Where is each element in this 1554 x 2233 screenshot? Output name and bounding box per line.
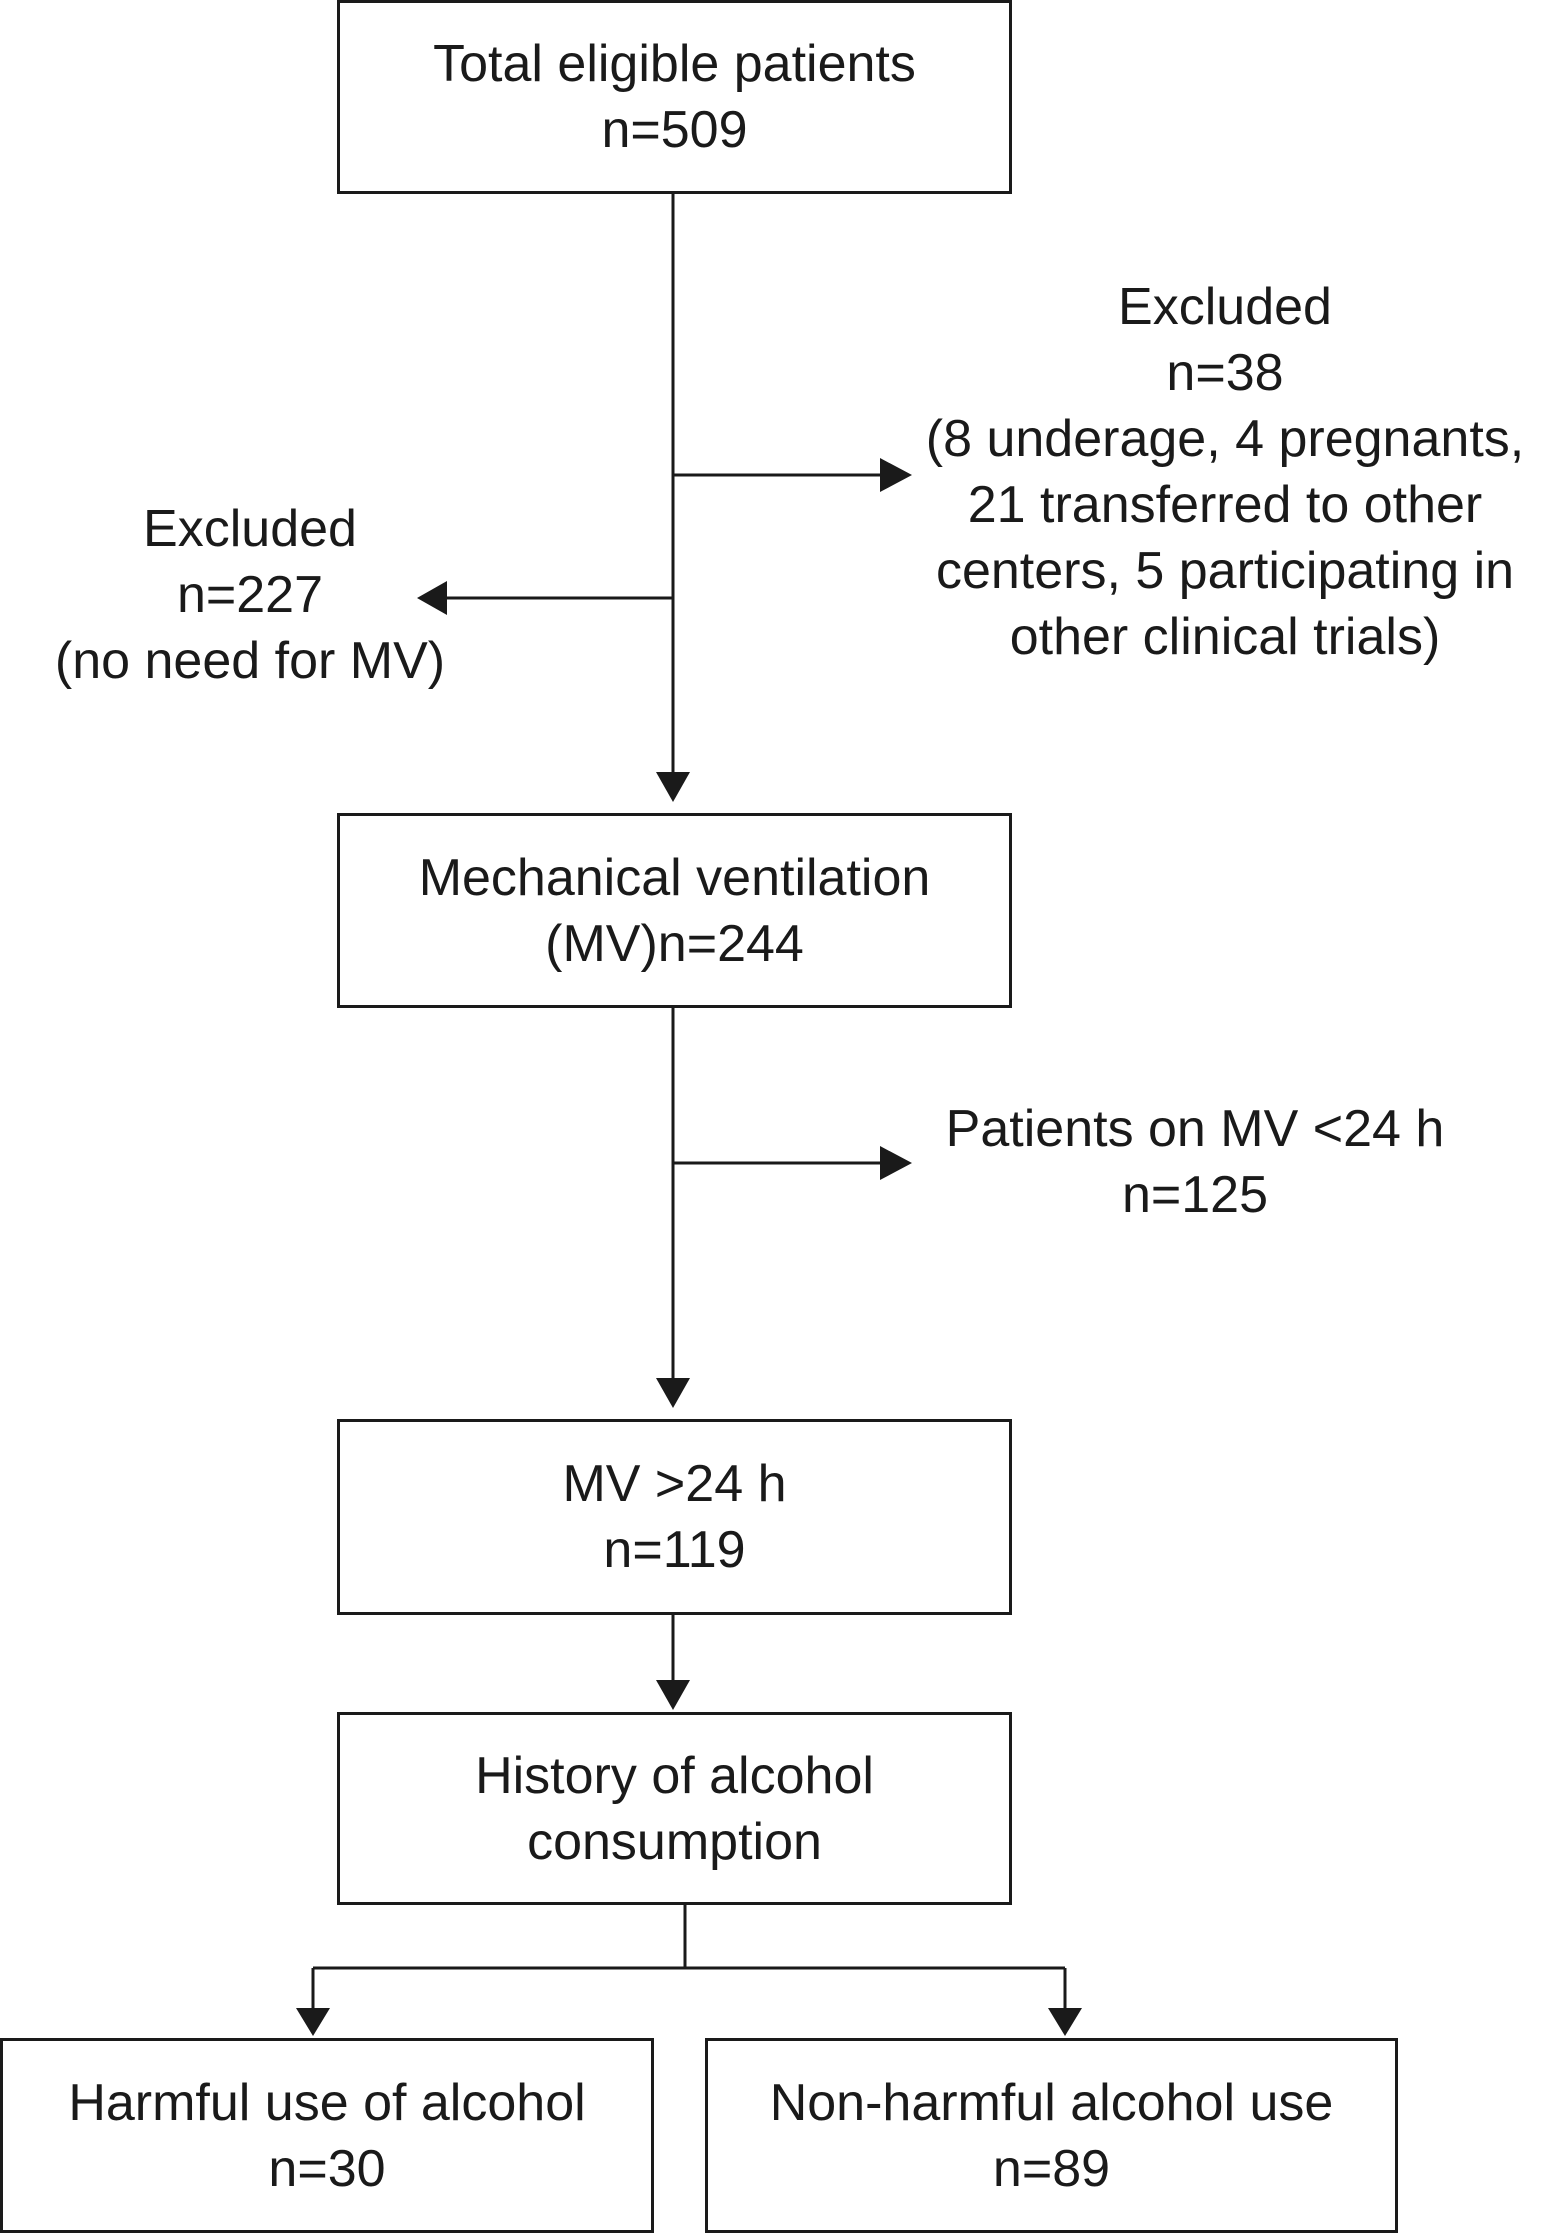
harmful-use-count: n=30 [268,2139,386,2198]
non-harmful-use-box: Non-harmful alcohol use n=89 [705,2038,1398,2233]
arrowhead-right-exclusion [880,458,912,492]
mechanical-ventilation-title: Mechanical ventilation [418,848,931,907]
left-exclusion-note: Excluded n=227 (no need for MV) [20,496,480,694]
arrowhead-into-mv [656,772,690,802]
alcohol-history-title: History of alcohol [475,1746,874,1805]
total-eligible-count: n=509 [601,101,748,159]
right-exclusion-detail-1: (8 underage, 4 pregnants, [925,410,1525,468]
total-eligible-box: Total eligible patients n=509 [337,0,1012,194]
right-exclusion-detail-3: centers, 5 participating in [935,542,1515,600]
arrowhead-left-exclusion [417,581,447,615]
total-eligible-title: Total eligible patients [433,35,916,93]
non-harmful-use-count: n=89 [992,2139,1111,2198]
mv-over-24h-title: MV >24 h [562,1455,787,1513]
short-mv-note: Patients on MV <24 h n=125 [915,1096,1475,1228]
left-exclusion-count: n=227 [176,566,324,624]
mechanical-ventilation-count: (MV)n=244 [545,914,804,973]
arrowhead-into-mv24 [656,1378,690,1408]
alcohol-history-subtitle: consumption [527,1812,822,1871]
short-mv-count: n=125 [1121,1166,1269,1224]
right-exclusion-detail-4: other clinical trials) [1009,608,1441,666]
right-exclusion-count: n=38 [1166,344,1284,402]
right-exclusion-detail-2: 21 transferred to other [967,476,1483,534]
right-exclusion-title: Excluded [1118,278,1332,336]
mechanical-ventilation-box: Mechanical ventilation (MV)n=244 [337,813,1012,1008]
arrowhead-short-mv [880,1146,912,1180]
harmful-use-box: Harmful use of alcohol n=30 [0,2038,654,2233]
arrowhead-into-nonharmful [1048,2008,1082,2036]
mv-over-24h-count: n=119 [603,1521,746,1579]
harmful-use-title: Harmful use of alcohol [68,2073,586,2132]
short-mv-title: Patients on MV <24 h [945,1100,1445,1158]
alcohol-history-box: History of alcohol consumption [337,1712,1012,1905]
arrowhead-into-harmful [296,2008,330,2036]
arrowhead-into-history [656,1680,690,1710]
mv-over-24h-box: MV >24 h n=119 [337,1419,1012,1615]
non-harmful-use-title: Non-harmful alcohol use [769,2073,1334,2132]
right-exclusion-note: Excluded n=38 (8 underage, 4 pregnants, … [900,274,1550,670]
left-exclusion-title: Excluded [143,500,357,558]
left-exclusion-detail: (no need for MV) [54,632,446,690]
